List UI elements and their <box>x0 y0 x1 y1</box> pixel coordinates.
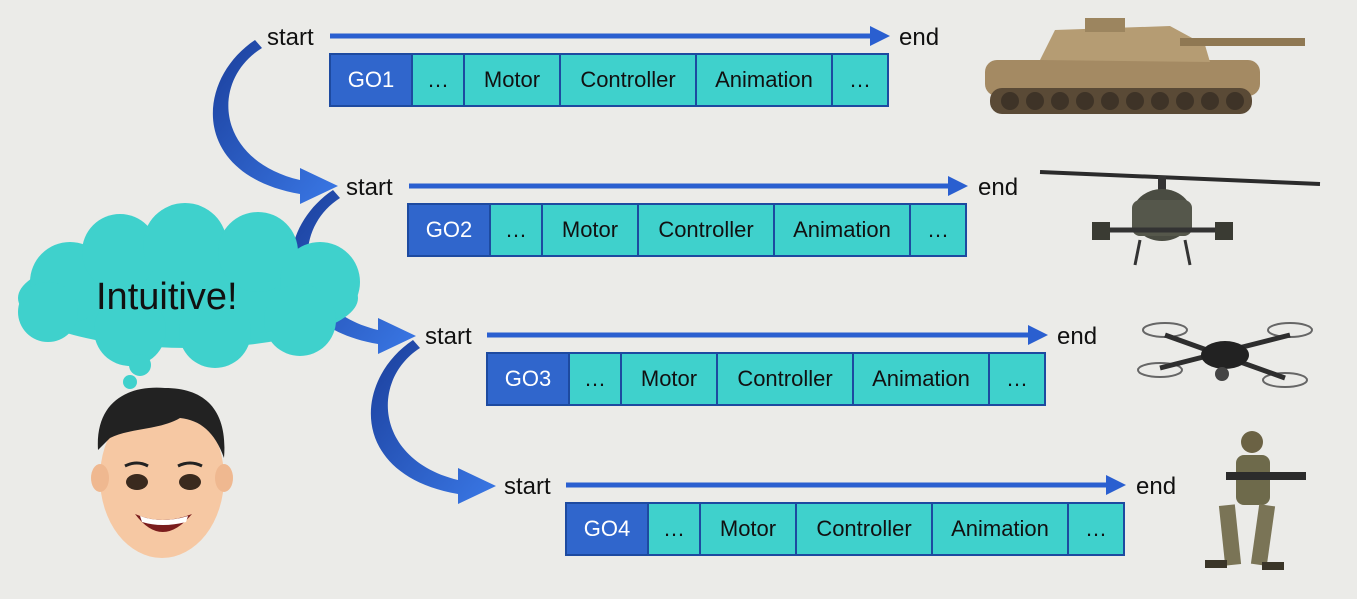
animation-cell: Animation <box>854 354 990 404</box>
timeline-arrow-2 <box>409 176 968 196</box>
curved-arrow-3 <box>370 340 496 504</box>
game-object-cell: GO2 <box>409 205 491 255</box>
component-row-2: GO2 … Motor Controller Animation … <box>407 203 967 257</box>
game-object-cell: GO1 <box>331 55 413 105</box>
start-label-3: start <box>425 323 472 350</box>
timeline-arrow-1 <box>330 26 890 46</box>
end-label-2: end <box>978 174 1019 201</box>
motor-cell: Motor <box>622 354 718 404</box>
ellipsis-cell: … <box>849 67 871 92</box>
animation-cell: Animation <box>775 205 911 255</box>
component-row-3: GO3 … Motor Controller Animation … <box>486 352 1046 406</box>
controller-cell: Controller <box>639 205 775 255</box>
drone-icon <box>1137 322 1313 388</box>
component-row-1: GO1 … Motor Controller Animation … <box>329 53 889 107</box>
end-label-1: end <box>899 24 940 51</box>
tank-icon <box>985 18 1305 114</box>
timeline-arrow-3 <box>487 325 1048 345</box>
curved-arrow-1 <box>212 40 338 204</box>
game-object-cell: GO3 <box>488 354 570 404</box>
motor-cell: Motor <box>543 205 639 255</box>
end-label-4: end <box>1136 473 1177 500</box>
controller-cell: Controller <box>797 504 933 554</box>
controller-cell: Controller <box>718 354 854 404</box>
motor-cell: Motor <box>701 504 797 554</box>
ellipsis-cell: … <box>491 205 543 255</box>
ellipsis-cell: … <box>1085 516 1107 541</box>
ellipsis-cell: … <box>413 55 465 105</box>
avatar <box>91 387 233 558</box>
start-label-1: start <box>267 24 314 51</box>
controller-cell: Controller <box>561 55 697 105</box>
thought-cloud <box>18 203 360 389</box>
component-row-4: GO4 … Motor Controller Animation … <box>565 502 1125 556</box>
soldier-icon <box>1205 431 1306 570</box>
thought-bubble-text: Intuitive! <box>96 276 238 318</box>
start-label-4: start <box>504 473 551 500</box>
ellipsis-cell: … <box>1006 366 1028 391</box>
animation-cell: Animation <box>933 504 1069 554</box>
motor-cell: Motor <box>465 55 561 105</box>
game-object-cell: GO4 <box>567 504 649 554</box>
start-label-2: start <box>346 174 393 201</box>
animation-cell: Animation <box>697 55 833 105</box>
end-label-3: end <box>1057 323 1098 350</box>
ellipsis-cell: … <box>570 354 622 404</box>
ellipsis-cell: … <box>649 504 701 554</box>
helicopter-icon <box>1039 170 1321 266</box>
ellipsis-cell: … <box>927 217 949 242</box>
timeline-arrow-4 <box>566 475 1126 495</box>
